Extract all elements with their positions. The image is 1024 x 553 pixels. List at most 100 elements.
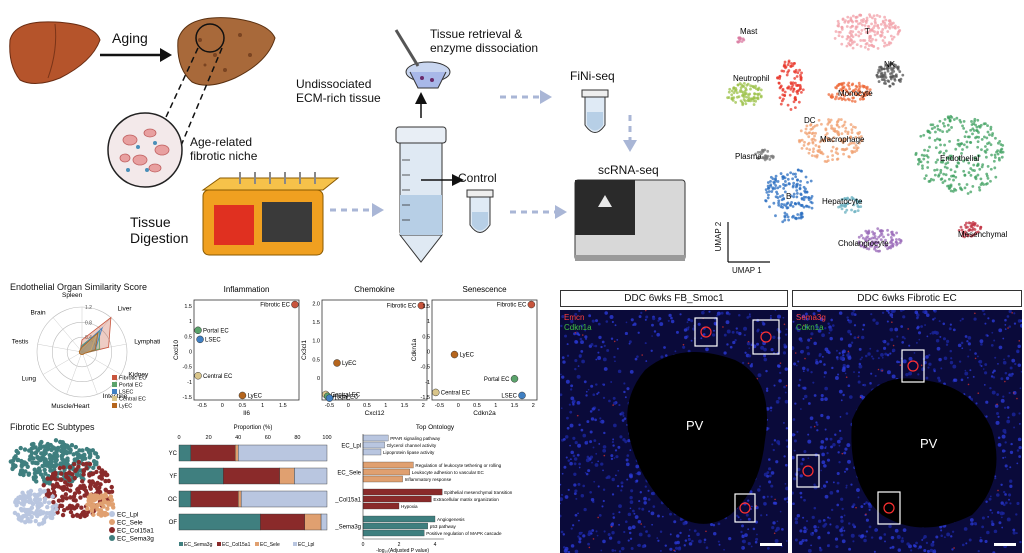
scatter-frame	[431, 299, 538, 401]
scatter-point-central-ec	[432, 388, 440, 397]
ontology-group-label: EC_Lpl	[341, 444, 361, 450]
scatter-ytick: -1.5	[421, 395, 430, 401]
fini-seq-label: FiNi-seq	[570, 69, 615, 83]
umap-cluster-b	[764, 168, 814, 224]
umap-label-mast: Mast	[740, 27, 758, 36]
umap-label-mesenchymal: Mesenchymal	[958, 230, 1008, 239]
proportion-xtick: 20	[206, 435, 212, 441]
scatter-ytick: -1.5	[183, 395, 192, 401]
ontology-term: PPAR signaling pathway	[390, 436, 441, 441]
scatter-point-central-ec	[194, 372, 202, 380]
subtype-cluster	[12, 487, 59, 527]
radar-legend-label: Fibrotic EC	[119, 376, 146, 382]
scatter-point-label: LyEC	[247, 393, 262, 399]
radar-legend-swatch	[112, 403, 117, 408]
scatter-xlabel: Cdkn2a	[473, 410, 496, 417]
micrograph-1-image	[560, 310, 788, 553]
scatter-xtick: 1.5	[511, 403, 519, 409]
proportion-legend-label: EC_Lpl	[298, 542, 314, 548]
proportion-xtick: 100	[322, 435, 331, 441]
scatter-ytick: 1.5	[184, 304, 192, 310]
radar-legend-label: LSEC	[119, 390, 133, 396]
umap-cluster-cholangiocyte	[857, 227, 903, 253]
scatter-point-fibrotic-ec	[291, 300, 299, 309]
proportion-bar-ec_sema3g	[178, 444, 192, 462]
subtypes-title: Fibrotic EC Subtypes	[10, 422, 95, 432]
scatter-point-label: Portal EC	[203, 328, 229, 334]
subtype-legend-label: EC_Lpl	[117, 512, 139, 519]
proportion-group-label: YF	[169, 474, 177, 480]
scatter-ytick: 0	[317, 376, 320, 382]
ontology-bar	[362, 488, 443, 496]
scatter-xtick: 1	[494, 403, 497, 409]
proportion-bar-ec_lpl	[237, 444, 328, 462]
radar-ring-label: 1.2	[85, 305, 92, 311]
micro1-ch1: Emcn	[564, 313, 585, 322]
roi-box	[796, 454, 820, 488]
ontology-bar	[362, 515, 436, 523]
scatter-frame	[321, 299, 428, 401]
scatter-point-lyec	[238, 391, 247, 400]
ontology-xtick: 4	[434, 542, 437, 548]
scatter-xtick: 1.5	[401, 403, 409, 409]
umap-cluster-monocyte	[827, 81, 872, 103]
scatter-point-portal-ec	[194, 326, 202, 335]
micrograph-2-image	[792, 310, 1022, 553]
umap-cluster-macrophage	[797, 118, 864, 164]
ontology-term: Positive regulation of MAPK cascade	[426, 531, 502, 536]
scatter-xlabel: Cxcl12	[365, 410, 385, 417]
scatter-title: Inflammation	[224, 285, 270, 294]
scatter-point-label: LSEC	[205, 337, 221, 343]
umap-cluster-nk	[875, 61, 905, 88]
scatter-xtick: 1.5	[279, 403, 287, 409]
scatter-ytick: 0.5	[422, 334, 430, 340]
scatter-point-label: LSEC	[335, 396, 351, 402]
roi-box	[901, 349, 925, 383]
ontology-term: Lipoprotein lipase activity	[383, 450, 435, 455]
scatter-ytick: 0	[427, 350, 430, 356]
scatter-ytick: -1	[187, 380, 192, 386]
niche-label: Age-related fibrotic niche	[190, 135, 258, 163]
ontology-xlabel: -log₁₀(Adjusted P value)	[376, 548, 429, 553]
proportion-xtick: 0	[177, 435, 180, 441]
radar-ring-label: 0.4	[85, 335, 92, 341]
proportion-bar-ec_sele	[235, 444, 239, 462]
umap-cluster-endothelial	[914, 114, 1005, 195]
proportion-xtick: 60	[265, 435, 271, 441]
radar-axis-liver: Liver	[117, 305, 132, 312]
umap-label-hepatocyte: Hepatocyte	[822, 197, 863, 206]
umap-cluster-mesenchymal	[957, 220, 983, 239]
radar-series-lyec	[78, 331, 99, 355]
roi-box	[752, 319, 780, 355]
roi-box	[694, 317, 718, 347]
fibrotic-niche-icon	[107, 112, 183, 188]
proportion-bar-ec_sele	[237, 490, 242, 508]
radar-title: Endothelial Organ Similarity Score	[10, 282, 148, 292]
radar-legend-swatch	[112, 396, 117, 401]
subtype-legend-swatch	[109, 519, 115, 525]
radar-axis-kidney: Kidney	[128, 372, 149, 379]
ontology-group-label: EC_Sele	[337, 471, 361, 477]
scatter-point-portal-ec	[510, 375, 519, 383]
ontology-bar	[362, 434, 389, 442]
subtype-legend-swatch	[109, 527, 115, 533]
umap-cluster-plasma	[754, 148, 775, 162]
proportion-bar-ec_lpl	[294, 467, 328, 485]
umap-label-macrophage: Macrophage	[820, 135, 865, 144]
scatter-point-label: Portal EC	[333, 394, 359, 400]
subtype-legend-label: EC_Sema3g	[117, 536, 154, 543]
radar-legend-label: LyEC	[119, 404, 132, 410]
control-tube-icon	[466, 189, 494, 233]
radar-axis-spleen: Spleen	[62, 292, 83, 299]
radar-axis-lung: Lung	[22, 376, 37, 383]
scale-bar	[760, 543, 782, 546]
micrograph-1: Emcn Cdkn1a PV	[560, 310, 788, 553]
proportion-xtick: 40	[235, 435, 241, 441]
scatter-xtick: 2	[422, 403, 425, 409]
